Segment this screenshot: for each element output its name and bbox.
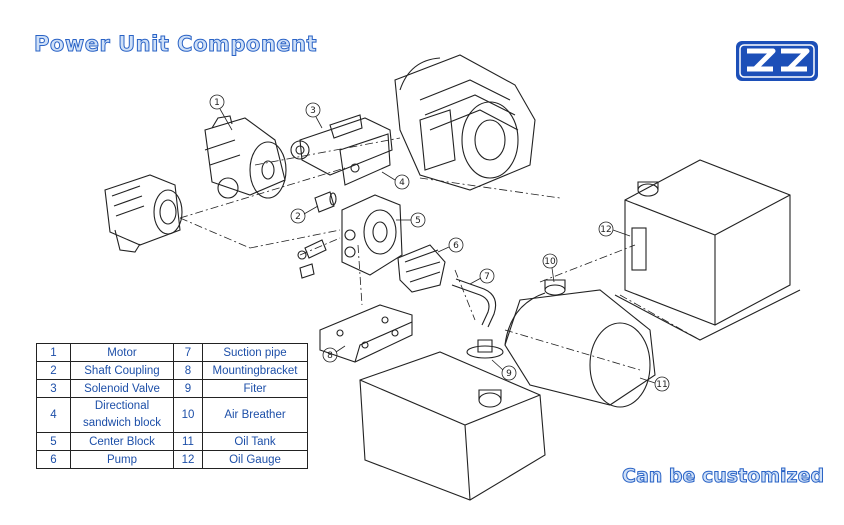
shaft-coupling-drawing <box>314 191 337 213</box>
part-name: Center Block <box>70 432 174 451</box>
part-number: 7 <box>173 343 203 362</box>
part-name: Oil Gauge <box>202 450 308 469</box>
callout-12: 12 <box>600 225 611 235</box>
part-number: 9 <box>173 379 203 398</box>
callout-2: 2 <box>295 212 301 222</box>
part-number: 2 <box>36 361 71 380</box>
part-name: Shaft Coupling <box>70 361 174 380</box>
motor-small-drawing <box>104 174 183 253</box>
part-name: Suction pipe <box>202 343 308 362</box>
callout-labels: 1 2 3 4 5 6 7 8 9 10 11 12 <box>214 98 668 390</box>
callout-6: 6 <box>453 241 459 251</box>
part-name: Pump <box>70 450 174 469</box>
motor-drawing <box>204 115 287 199</box>
electric-motor-drawing <box>394 54 536 191</box>
part-number: 5 <box>36 432 71 451</box>
part-name: Fiter <box>202 379 308 398</box>
oil-tank-square-drawing <box>614 159 801 341</box>
fittings-drawing <box>297 239 327 279</box>
solenoid-valve-drawing <box>290 114 393 186</box>
part-name: Directional sandwich block <box>70 397 174 433</box>
part-number: 10 <box>173 397 203 433</box>
pump-drawing <box>397 244 446 293</box>
callout-5: 5 <box>415 216 421 226</box>
oil-tank-round-drawing <box>504 279 656 408</box>
callout-11: 11 <box>656 380 667 390</box>
callout-8: 8 <box>327 351 333 361</box>
part-number: 3 <box>36 379 71 398</box>
part-number: 4 <box>36 397 71 433</box>
part-number: 8 <box>173 361 203 380</box>
suction-pipe-drawing <box>451 278 497 328</box>
center-block-drawing <box>341 194 403 276</box>
part-name: Air Breather <box>202 397 308 433</box>
page-title: Power Unit Component <box>33 32 318 57</box>
callout-4: 4 <box>399 178 405 188</box>
mounting-bracket-drawing <box>319 304 413 363</box>
callout-1: 1 <box>214 98 220 108</box>
filter-drawing <box>466 339 504 359</box>
callout-7: 7 <box>484 272 490 282</box>
part-name: Oil Tank <box>202 432 308 451</box>
part-number: 6 <box>36 450 71 469</box>
customized-note: Can be customized <box>621 465 825 488</box>
callout-9: 9 <box>506 369 512 379</box>
part-number: 1 <box>36 343 71 362</box>
part-name: Motor <box>70 343 174 362</box>
part-name: Solenoid Valve <box>70 379 174 398</box>
part-number: 12 <box>173 450 203 469</box>
oil-tank-rect-drawing <box>359 351 546 501</box>
zz-logo <box>736 41 818 81</box>
part-name: Mountingbracket <box>202 361 308 380</box>
part-number: 11 <box>173 432 203 451</box>
callout-3: 3 <box>310 106 316 116</box>
callout-10: 10 <box>544 257 556 267</box>
